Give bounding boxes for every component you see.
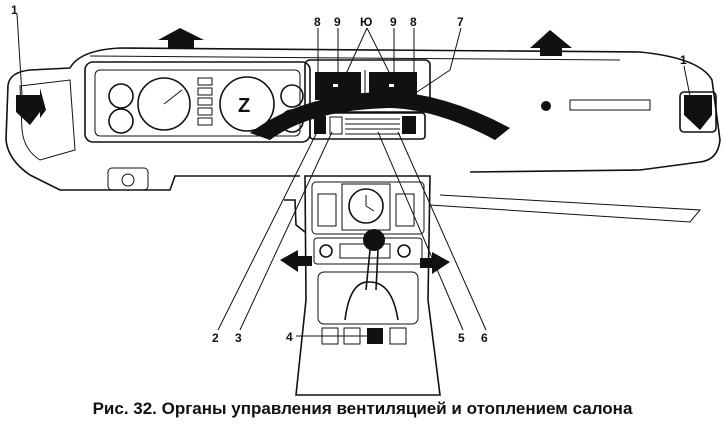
right-arrow-icon xyxy=(420,252,450,274)
instrument-cluster: Z xyxy=(84,61,311,143)
callout-10: Ю xyxy=(360,15,372,29)
up-arrow-icon xyxy=(158,28,204,48)
callout-3: 3 xyxy=(235,331,242,345)
figure-caption: Рис. 32. Органы управления вентиляцией и… xyxy=(92,399,633,418)
leader-lines xyxy=(16,13,691,337)
left-arrow-icon xyxy=(280,250,312,272)
left-vent-arrow-icon xyxy=(16,88,46,125)
up-arrow-icon xyxy=(530,30,572,56)
svg-text:Z: Z xyxy=(238,95,250,117)
right-vent-arrow-icon xyxy=(684,95,712,130)
callout-7: 7 xyxy=(457,15,464,29)
heater-control-panel xyxy=(309,112,426,140)
callout-8-right: 8 xyxy=(410,15,417,29)
callout-4: 4 xyxy=(286,330,293,344)
callout-2: 2 xyxy=(212,331,219,345)
airflow-arrows xyxy=(16,28,712,274)
callout-6: 6 xyxy=(481,331,488,345)
center-console xyxy=(284,175,441,396)
right-dash-details xyxy=(541,91,717,133)
callout-9-right: 9 xyxy=(390,15,397,29)
callout-5: 5 xyxy=(458,331,465,345)
callout-8-left: 8 xyxy=(314,15,321,29)
callout-1-left: 1 xyxy=(11,3,18,17)
callout-1-right: 1 xyxy=(680,53,687,67)
dashboard-body xyxy=(5,47,721,223)
callout-9-left: 9 xyxy=(334,15,341,29)
